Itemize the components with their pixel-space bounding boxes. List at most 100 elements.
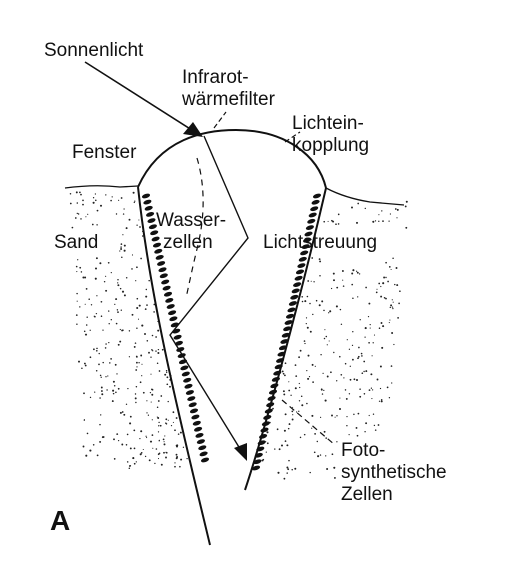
sand-grain: [355, 378, 359, 382]
sand-grain: [121, 256, 123, 259]
sand-grain: [319, 274, 321, 277]
sand-grain: [307, 354, 310, 357]
sand-grain: [323, 220, 326, 223]
sand-grain: [391, 382, 393, 384]
sand-grain: [151, 388, 153, 391]
sand-grain: [117, 284, 120, 287]
sand-grain: [387, 280, 389, 283]
sunlight-ray-incoming: [84, 61, 196, 133]
sand-grain: [388, 220, 390, 222]
photosynthetic-cell: [267, 396, 276, 401]
sand-grain: [355, 426, 358, 429]
sand-grain: [385, 297, 387, 300]
sand-grain: [331, 453, 334, 456]
sand-grain: [126, 461, 129, 463]
sand-grain: [82, 203, 84, 206]
sand-grain: [120, 243, 123, 245]
sand-grain: [371, 389, 374, 391]
sand-grain: [278, 448, 281, 451]
photosynthetic-cell: [157, 261, 166, 266]
sand-grain: [288, 381, 290, 383]
sand-grain: [76, 202, 79, 204]
sand-grain: [283, 374, 286, 377]
sand-grain: [144, 455, 147, 458]
sand-grain: [99, 374, 102, 377]
sand-grain: [160, 463, 163, 466]
photosynthetic-cell: [287, 307, 296, 313]
sand-grain: [117, 311, 119, 313]
coupling-pointer: [284, 131, 301, 143]
sand-grain: [146, 400, 148, 402]
sand-grain: [123, 244, 126, 247]
sand-grain: [339, 355, 341, 358]
photosynthetic-cell: [254, 452, 263, 458]
sand-grain: [358, 346, 360, 349]
sand-grain: [301, 404, 304, 407]
sand-grain: [84, 303, 86, 305]
sand-grain: [355, 221, 359, 224]
sand-grain: [323, 389, 325, 392]
sand-grain: [86, 316, 88, 318]
sand-grain: [382, 325, 385, 328]
sand-grain: [371, 355, 373, 357]
sand-grain: [115, 391, 117, 394]
photosynthetic-cell: [310, 206, 319, 212]
sand-grain: [82, 276, 85, 279]
sand-grain: [382, 282, 385, 285]
sand-grain: [291, 410, 294, 413]
sand-grain: [328, 312, 330, 314]
sand-grain: [330, 287, 333, 290]
sand-grain: [283, 393, 286, 396]
sand-grain: [165, 451, 167, 454]
sand-grain: [388, 397, 391, 399]
sand-grain: [107, 375, 109, 377]
sand-grain: [135, 355, 138, 358]
sand-grain: [99, 397, 101, 399]
sand-grain: [396, 284, 399, 287]
photosynthetic-cell: [151, 236, 160, 242]
sand-grain: [119, 340, 122, 343]
sand-grain: [359, 388, 361, 390]
ground-surface-left: [64, 185, 139, 189]
sand-grain: [119, 411, 122, 414]
sand-grain: [363, 360, 366, 363]
sand-grain: [91, 223, 94, 226]
sand-grain: [372, 342, 374, 344]
sand-grain: [391, 306, 394, 308]
sand-grain: [282, 390, 285, 393]
sand-grain: [309, 330, 312, 333]
sand-grain: [105, 289, 108, 292]
sand-grain: [121, 329, 124, 332]
photosynthetic-cell: [268, 389, 278, 395]
sand-grain: [166, 376, 169, 379]
sand-grain: [95, 257, 98, 260]
sand-grain: [298, 400, 301, 402]
sand-grain: [397, 317, 399, 319]
sand-grain: [135, 280, 137, 282]
sand-grain: [75, 265, 78, 268]
sand-grain: [140, 430, 143, 433]
sand-grain: [136, 327, 138, 330]
photosynthetic-cell: [294, 275, 303, 281]
sand-grain: [311, 257, 314, 259]
photosynthetic-cell: [189, 408, 199, 414]
label-photo-cells-line2: synthetische: [341, 462, 447, 483]
sand-grain: [291, 418, 294, 421]
sand-grain: [113, 384, 116, 387]
photosynthetic-cell: [307, 218, 316, 224]
sand-grain: [156, 416, 158, 418]
photosynthetic-cell: [192, 420, 201, 426]
sand-grain: [353, 378, 356, 381]
sand-grain: [357, 202, 360, 205]
sand-grain: [331, 414, 333, 417]
sand-grain: [174, 429, 176, 432]
sand-grain: [301, 295, 304, 298]
photosynthetic-cell: [271, 377, 280, 382]
label-coupling-line2: kopplung: [292, 135, 370, 156]
sand-grain: [83, 330, 86, 333]
sand-grain: [341, 270, 344, 272]
sand-grain: [121, 290, 125, 293]
sand-grain: [140, 451, 143, 454]
sand-grain: [360, 352, 363, 355]
sand-grain: [314, 433, 316, 435]
